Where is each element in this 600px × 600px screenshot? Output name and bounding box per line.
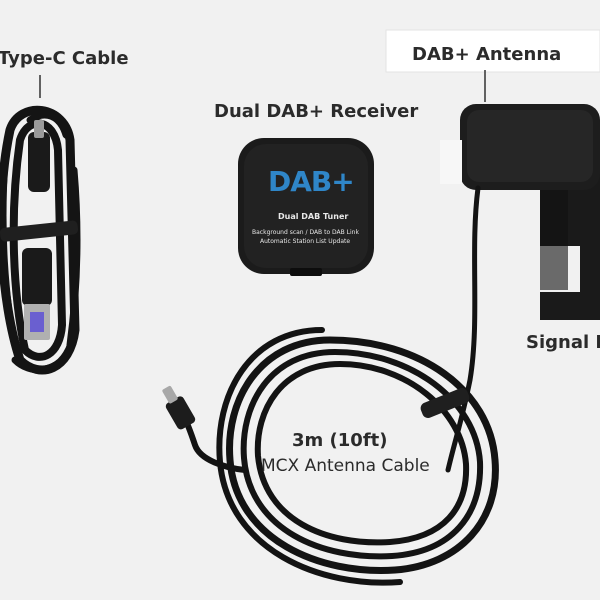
type-c-cable — [0, 105, 81, 375]
usb-a-connector — [22, 248, 52, 340]
antenna-label-card — [385, 29, 600, 73]
signal-booster-label: Signal B — [526, 332, 600, 353]
dab-logo: DAB+ — [268, 165, 355, 198]
type-c-cable-label: Type-C Cable — [0, 48, 129, 69]
receiver-model-text: Dual DAB Tuner — [278, 212, 349, 221]
cable-name-label: MCX Antenna Cable — [261, 456, 430, 476]
dab-antenna — [440, 104, 600, 320]
mcx-cable-tie — [420, 388, 470, 418]
type-c-connector — [28, 120, 50, 192]
dab-receiver — [238, 138, 374, 276]
mcx-connector — [162, 385, 196, 430]
receiver-feature-line-1: Background scan / DAB to DAB Link — [252, 229, 359, 236]
receiver-label: Dual DAB+ Receiver — [214, 101, 419, 122]
receiver-feature-line-2: Automatic Station List Update — [260, 238, 351, 245]
type-c-cable-tie — [0, 220, 79, 242]
antenna-label: DAB+ Antenna — [412, 44, 562, 65]
cable-length-label: 3m (10ft) — [292, 430, 388, 451]
